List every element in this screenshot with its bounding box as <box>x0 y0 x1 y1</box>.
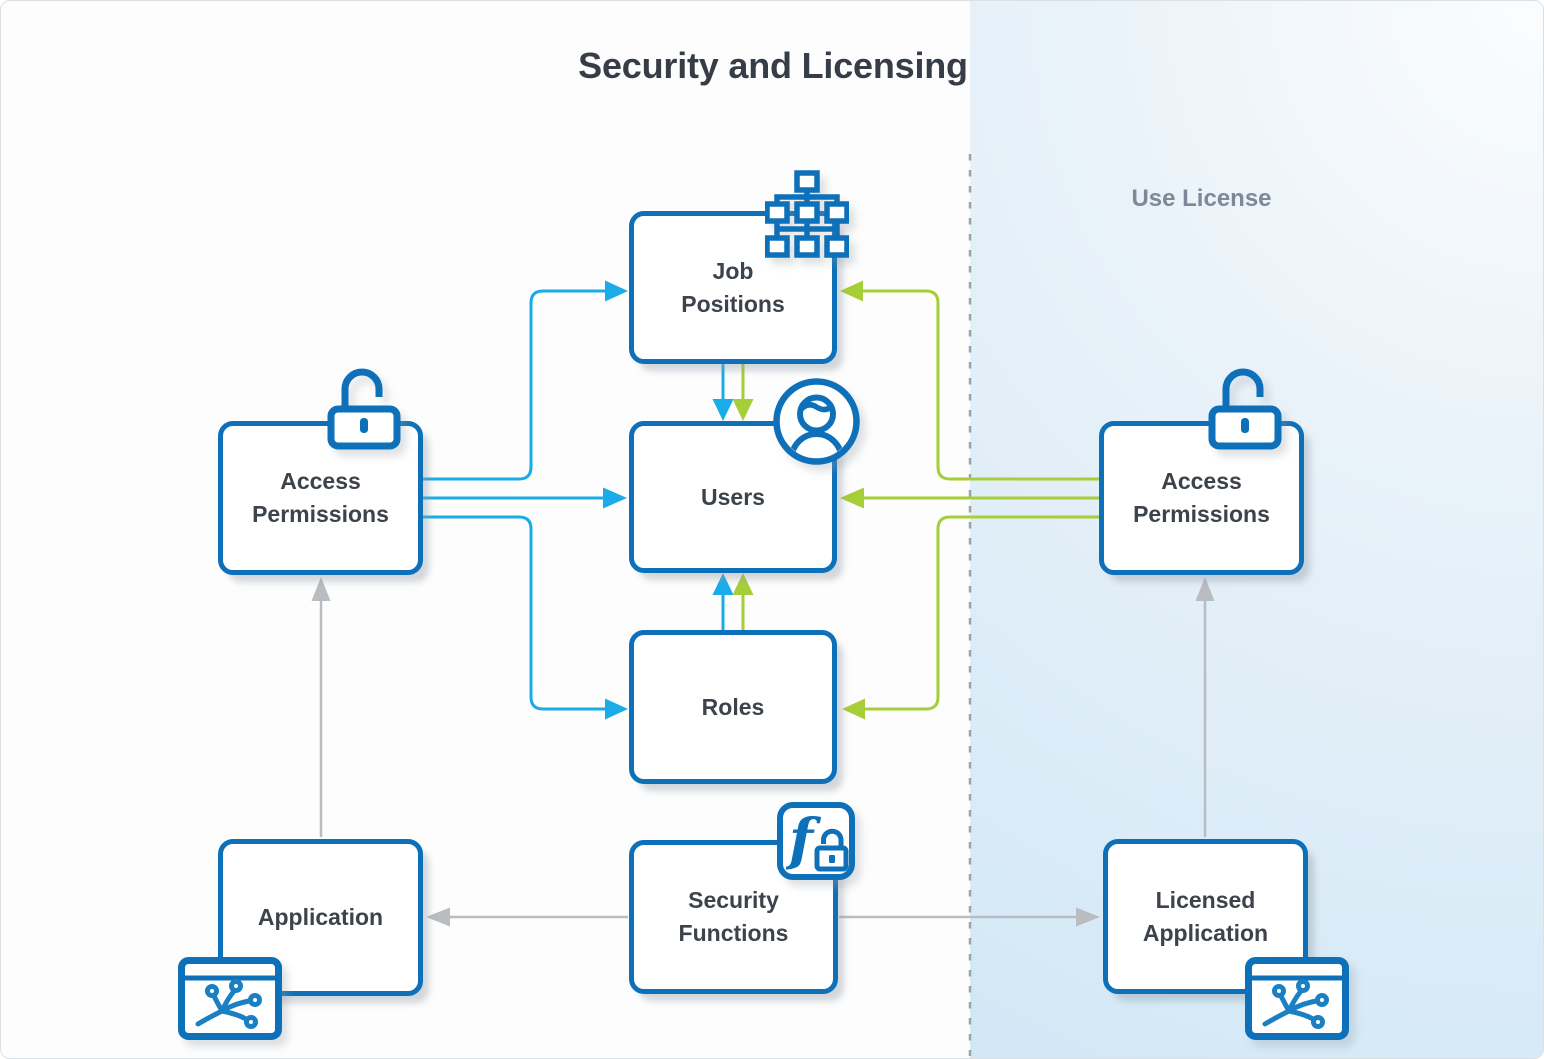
unlocked-padlock-icon <box>1208 368 1282 450</box>
function-lock-icon: f <box>777 802 855 880</box>
node-roles: Roles <box>629 630 837 784</box>
edge-roles-to-users-green <box>732 573 754 631</box>
edge-roles-to-users-cyan <box>712 573 734 631</box>
edge-application-to-access-permissions-left <box>311 577 331 837</box>
node-users: Users <box>629 421 837 573</box>
edge-job-positions-to-users-cyan <box>712 363 734 421</box>
node-users-label: Users <box>701 483 765 510</box>
edge-security-functions-to-application <box>426 907 628 927</box>
edge-access-left-to-roles <box>421 515 628 720</box>
node-roles-label: Roles <box>701 693 765 720</box>
edge-job-positions-to-users-green <box>732 363 754 421</box>
edge-security-functions-to-licensed-application <box>839 907 1100 927</box>
node-access-permissions-right-label: Access Permissions <box>1133 468 1270 527</box>
node-application-label: Application <box>257 904 384 931</box>
edge-licensed-application-to-access-permissions-right <box>1195 577 1215 837</box>
edge-access-right-to-users <box>840 487 1101 509</box>
node-graph-glyph <box>195 979 262 1029</box>
node-job-positions: Job Positions <box>629 211 837 364</box>
page-title: Security and Licensing <box>578 45 968 86</box>
unlocked-padlock-icon <box>327 368 401 450</box>
node-licensed-application-label: Licensed Application <box>1142 886 1269 946</box>
node-security-functions-label: Security Functions <box>678 887 789 946</box>
node-application: Application <box>218 839 423 996</box>
edge-access-left-to-users <box>421 487 627 509</box>
user-avatar-icon <box>773 378 860 465</box>
node-access-permissions-left-label: Access Permissions <box>252 468 389 527</box>
node-graph-glyph <box>1262 979 1329 1029</box>
node-job-positions-label: Job Positions <box>681 257 785 317</box>
gray-edges <box>311 577 1215 927</box>
green-edges <box>732 280 1101 720</box>
app-window-icon <box>1245 957 1349 1040</box>
app-window-icon <box>178 957 282 1040</box>
org-chart-icon <box>765 170 849 258</box>
edge-access-right-to-roles <box>842 515 1101 720</box>
edge-access-right-to-job-positions <box>840 280 1101 481</box>
use-license-label: Use License <box>1131 185 1272 212</box>
cyan-edges <box>421 280 734 720</box>
edge-access-left-to-job-positions <box>421 280 628 481</box>
